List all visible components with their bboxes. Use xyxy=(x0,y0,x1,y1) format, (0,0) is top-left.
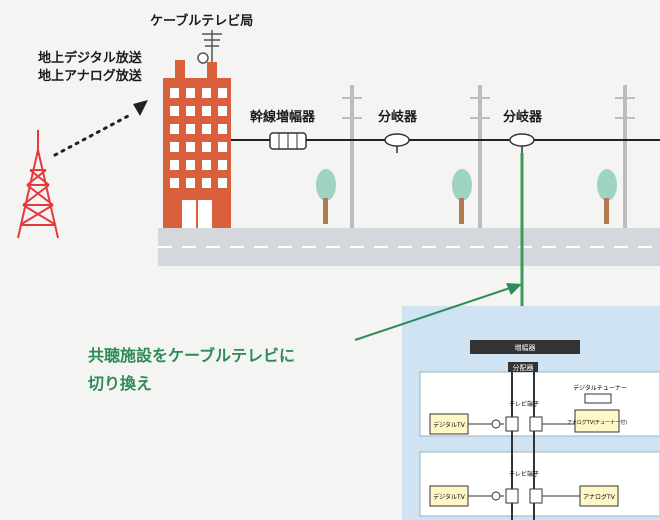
caption: 共聴施設をケーブルテレビに 切り換え xyxy=(88,342,295,398)
splitter-label-2: 分岐器 xyxy=(503,110,543,125)
distributor-box-label: 分配器 xyxy=(513,363,534,372)
floor1-outlet-label: テレビ端子 xyxy=(509,400,539,408)
floor1-left-tv: デジタルTV xyxy=(433,421,466,429)
trunk-amplifier-label: 幹線増幅器 xyxy=(250,110,316,125)
digital-tuner-label: デジタルチューナー xyxy=(573,384,627,392)
caption-arrowhead-icon xyxy=(506,283,522,295)
caption-line-2: 切り換え xyxy=(88,374,153,393)
broadcast-tower-icon xyxy=(17,130,59,239)
splitter-icon xyxy=(384,133,410,153)
tree-icon xyxy=(316,169,336,224)
floor2-right-tv: アナログTV xyxy=(583,493,616,501)
trunk-amplifier-icon xyxy=(269,132,307,150)
broadcast-labels: 地上デジタル放送 地上アナログ放送 xyxy=(38,50,142,86)
digital-broadcast-label: 地上デジタル放送 xyxy=(38,51,142,66)
amplifier-box-label: 増幅器 xyxy=(515,343,536,352)
tree-icon xyxy=(597,169,617,224)
analog-broadcast-label: 地上アナログ放送 xyxy=(38,69,142,84)
floor2-outlet-label: テレビ端子 xyxy=(509,470,539,478)
splitter-label-1: 分岐器 xyxy=(378,110,418,125)
tree-icon xyxy=(452,169,472,224)
splitter-icon xyxy=(509,133,535,153)
apartment-building: 増幅器 分配器 デジタルTV テレビ端子 アナログTV(チューナー付) デジタル… xyxy=(402,306,660,520)
caption-pointer-line xyxy=(354,287,511,341)
road xyxy=(158,228,660,266)
cable-tv-station-building xyxy=(163,60,231,228)
signal-arrowhead-icon xyxy=(133,100,148,116)
signal-arrow xyxy=(53,113,132,157)
floor2-left-tv: デジタルTV xyxy=(433,493,466,501)
caption-line-1: 共聴施設をケーブルテレビに xyxy=(88,346,296,365)
antenna-icon xyxy=(197,30,222,64)
utility-poles xyxy=(350,85,627,230)
cable-tv-station-label: ケーブルテレビ局 xyxy=(150,14,254,29)
floor1-right-tv: アナログTV(チューナー付) xyxy=(567,419,627,426)
